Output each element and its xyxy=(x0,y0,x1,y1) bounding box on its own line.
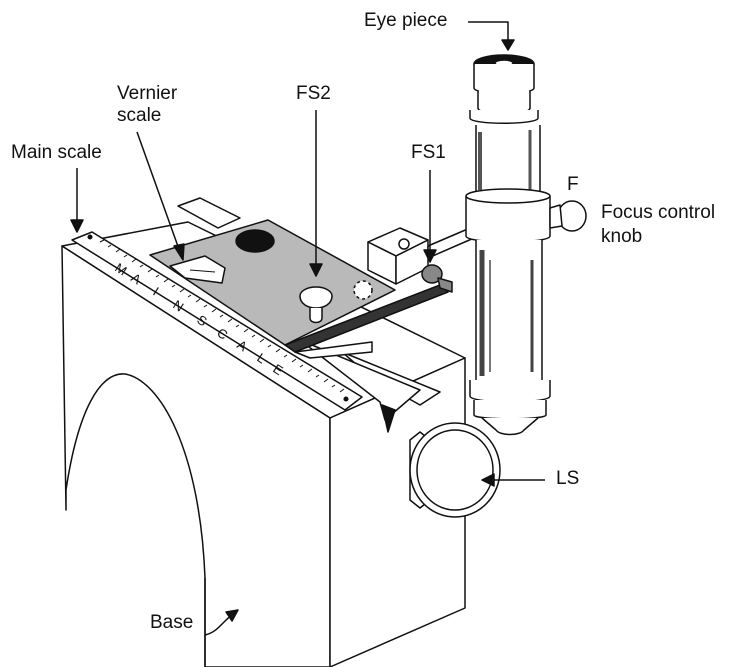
vernier-scale-label-line2: scale xyxy=(117,105,162,126)
fs1-label: FS1 xyxy=(411,142,446,163)
carriage-plate xyxy=(149,219,449,359)
vernier-window xyxy=(169,255,226,284)
ls-knob xyxy=(409,422,501,518)
base-front-face xyxy=(61,245,331,667)
main-scale xyxy=(71,231,363,411)
f-label: F xyxy=(567,174,579,195)
main-scale-label: Main scale xyxy=(11,142,102,163)
focus-control-knob-label-line1: Focus control xyxy=(601,202,716,223)
main-scale-letter: I xyxy=(150,284,161,299)
main-scale-ticks xyxy=(99,239,345,393)
fs1-clamp xyxy=(367,227,475,293)
fs2-screw xyxy=(299,286,333,324)
vernier-scale-label-line1: Vernier xyxy=(117,83,178,104)
microscope-tube xyxy=(465,54,587,436)
rail-strip xyxy=(284,284,449,353)
eye-piece-label: Eye piece xyxy=(364,10,448,31)
focus-control-knob-label-line2: knob xyxy=(601,226,643,247)
leader-lines xyxy=(70,21,545,636)
ls-label: LS xyxy=(556,468,580,489)
fs2-label: FS2 xyxy=(296,83,331,104)
slide-rails xyxy=(177,197,441,433)
base-label: Base xyxy=(150,612,194,633)
plate-hole xyxy=(235,229,275,253)
